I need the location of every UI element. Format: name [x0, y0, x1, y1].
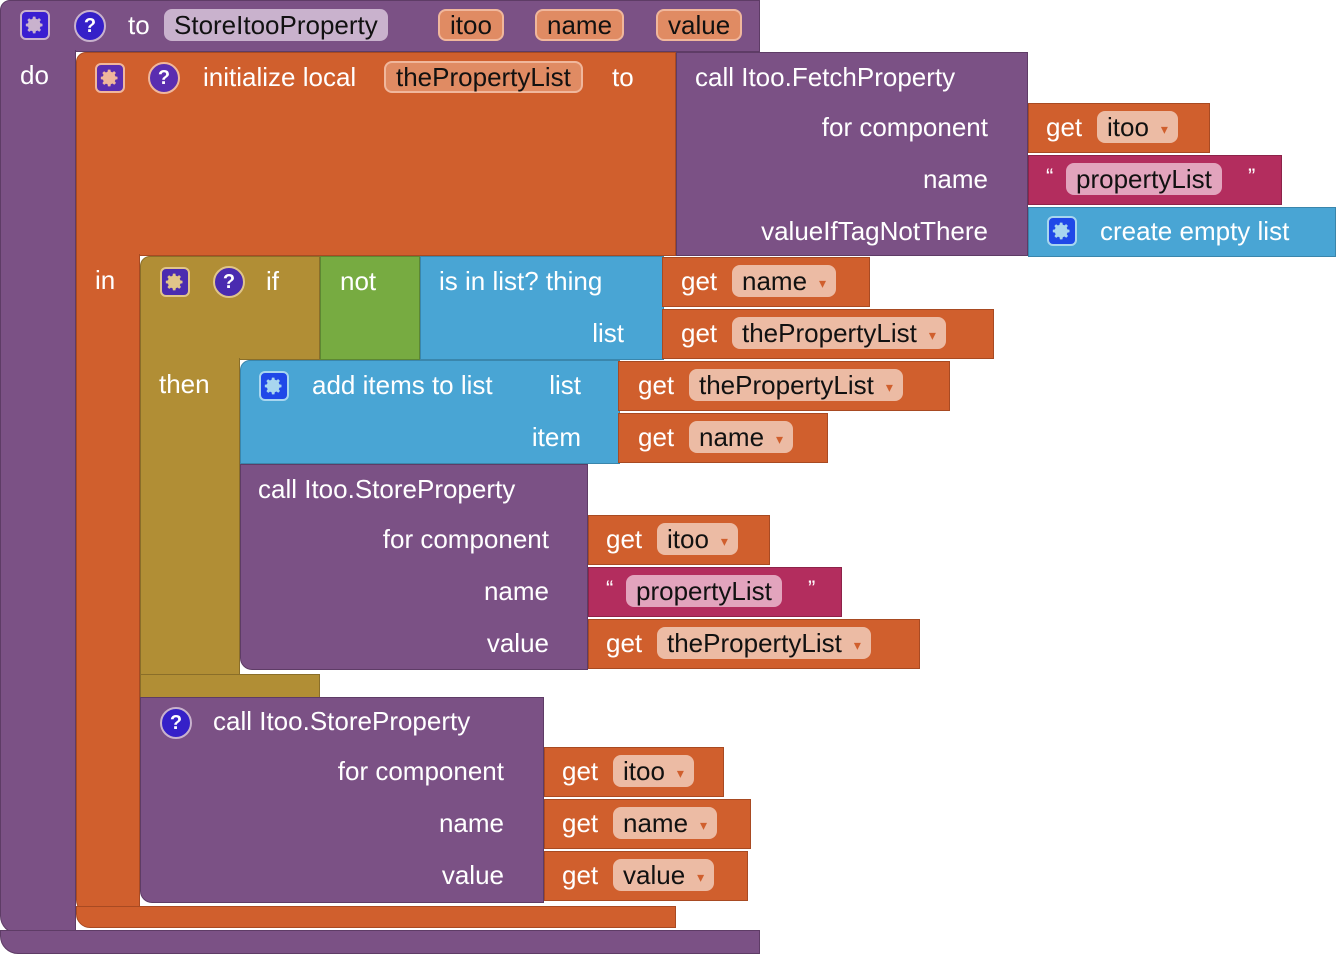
if-block-footer: [140, 674, 320, 698]
variable-dropdown[interactable]: name ▾: [732, 265, 837, 297]
dropdown-arrow-icon: ▾: [700, 817, 708, 834]
dropdown-arrow-icon: ▾: [885, 379, 893, 396]
procedure-name-field[interactable]: StoreItooProperty: [164, 9, 388, 41]
local-var-name-field[interactable]: thePropertyList: [384, 61, 583, 93]
socket-label-name: name: [922, 164, 988, 194]
list-socket-label: list: [549, 370, 581, 400]
socket-label-value: value: [486, 628, 549, 658]
not-label: not: [340, 266, 377, 296]
socket-label-for-component: for component: [821, 112, 988, 142]
dropdown-arrow-icon: ▾: [720, 533, 728, 550]
open-quote-icon: “: [606, 576, 614, 601]
get-label: get: [562, 756, 599, 786]
to-label: to: [612, 62, 634, 92]
store-property-call-block[interactable]: [140, 697, 544, 903]
close-quote-icon: ”: [808, 576, 816, 601]
dropdown-arrow-icon: ▾: [928, 327, 936, 344]
variable-name: itoo: [667, 524, 709, 554]
variable-dropdown[interactable]: thePropertyList ▾: [689, 369, 903, 401]
variable-name: itoo: [623, 756, 665, 786]
variable-dropdown[interactable]: thePropertyList ▾: [657, 627, 871, 659]
is-in-list-block[interactable]: [420, 256, 664, 360]
store-property-title: call Itoo.StoreProperty: [213, 706, 471, 736]
get-label: get: [638, 422, 675, 452]
get-label: get: [606, 628, 643, 658]
mutator-gear-icon[interactable]: [95, 63, 125, 93]
variable-dropdown[interactable]: itoo ▾: [1097, 111, 1178, 143]
add-items-label: add items to list: [312, 370, 493, 400]
variable-name: thePropertyList: [667, 628, 842, 658]
socket-label-value: value: [441, 860, 504, 890]
mutator-gear-icon[interactable]: [1047, 216, 1077, 246]
variable-name: thePropertyList: [699, 370, 874, 400]
procedure-block-footer: [0, 930, 760, 954]
param-itoo[interactable]: itoo: [438, 9, 504, 41]
dropdown-arrow-icon: ▾: [697, 869, 705, 886]
help-icon[interactable]: ?: [213, 266, 245, 298]
param-name[interactable]: name: [535, 9, 625, 41]
socket-label-value-if-tag-not-there: valueIfTagNotThere: [761, 216, 988, 246]
dropdown-arrow-icon: ▾: [819, 275, 827, 292]
variable-name: name: [623, 808, 689, 838]
help-icon[interactable]: ?: [160, 707, 192, 739]
procedure-keyword-to: to: [128, 10, 150, 40]
create-empty-list-label: create empty list: [1100, 216, 1290, 246]
mutator-gear-icon[interactable]: [20, 10, 50, 40]
text-string-field[interactable]: propertyList: [1066, 163, 1222, 195]
variable-name: name: [699, 422, 765, 452]
fetch-property-title: call Itoo.FetchProperty: [695, 62, 956, 92]
socket-label-for-component: for component: [337, 756, 504, 786]
initialize-local-spine: [76, 254, 140, 914]
initialize-local-footer: [76, 906, 676, 928]
item-socket-label: item: [531, 422, 581, 452]
dropdown-arrow-icon: ▾: [676, 765, 684, 782]
variable-dropdown[interactable]: itoo ▾: [613, 755, 694, 787]
procedure-block-spine: [0, 50, 76, 934]
variable-dropdown[interactable]: name ▾: [689, 421, 794, 453]
if-label: if: [266, 266, 279, 296]
add-items-to-list-block[interactable]: [240, 360, 620, 464]
in-label: in: [95, 265, 116, 295]
text-string-field[interactable]: propertyList: [626, 575, 782, 607]
create-empty-list-block[interactable]: [1028, 207, 1336, 257]
get-label: get: [562, 860, 599, 890]
get-label: get: [638, 370, 675, 400]
then-label: then: [159, 369, 210, 399]
variable-name: value: [623, 860, 686, 890]
socket-label-name: name: [438, 808, 504, 838]
variable-name: itoo: [1107, 112, 1149, 142]
socket-label-name: name: [483, 576, 549, 606]
dropdown-arrow-icon: ▾: [776, 431, 784, 448]
param-value[interactable]: value: [656, 9, 743, 41]
not-block[interactable]: [320, 256, 420, 360]
get-label: get: [1046, 112, 1083, 142]
variable-dropdown[interactable]: name ▾: [613, 807, 718, 839]
fetch-property-call-block[interactable]: [676, 52, 1028, 256]
get-label: get: [562, 808, 599, 838]
dropdown-arrow-icon: ▾: [853, 637, 861, 654]
get-label: get: [681, 266, 718, 296]
is-in-list-label: is in list? thing: [439, 266, 603, 296]
store-property-title: call Itoo.StoreProperty: [258, 474, 516, 504]
list-socket-label: list: [592, 318, 624, 348]
socket-label-for-component: for component: [382, 524, 549, 554]
variable-dropdown[interactable]: itoo ▾: [657, 523, 738, 555]
if-block-spine: [140, 358, 240, 698]
get-label: get: [606, 524, 643, 554]
close-quote-icon: ”: [1248, 164, 1256, 189]
open-quote-icon: “: [1046, 164, 1054, 189]
initialize-local-label: initialize local: [203, 62, 357, 92]
variable-name: name: [742, 266, 808, 296]
get-label: get: [681, 318, 718, 348]
dropdown-arrow-icon: ▾: [1160, 121, 1168, 138]
mutator-gear-icon[interactable]: [259, 371, 289, 401]
help-icon[interactable]: ?: [74, 10, 106, 42]
variable-name: thePropertyList: [742, 318, 917, 348]
do-label: do: [20, 60, 49, 90]
store-property-call-block[interactable]: [240, 464, 588, 670]
mutator-gear-icon[interactable]: [160, 267, 190, 297]
variable-dropdown[interactable]: thePropertyList ▾: [732, 317, 946, 349]
variable-dropdown[interactable]: value ▾: [613, 859, 715, 891]
help-icon[interactable]: ?: [148, 62, 180, 94]
